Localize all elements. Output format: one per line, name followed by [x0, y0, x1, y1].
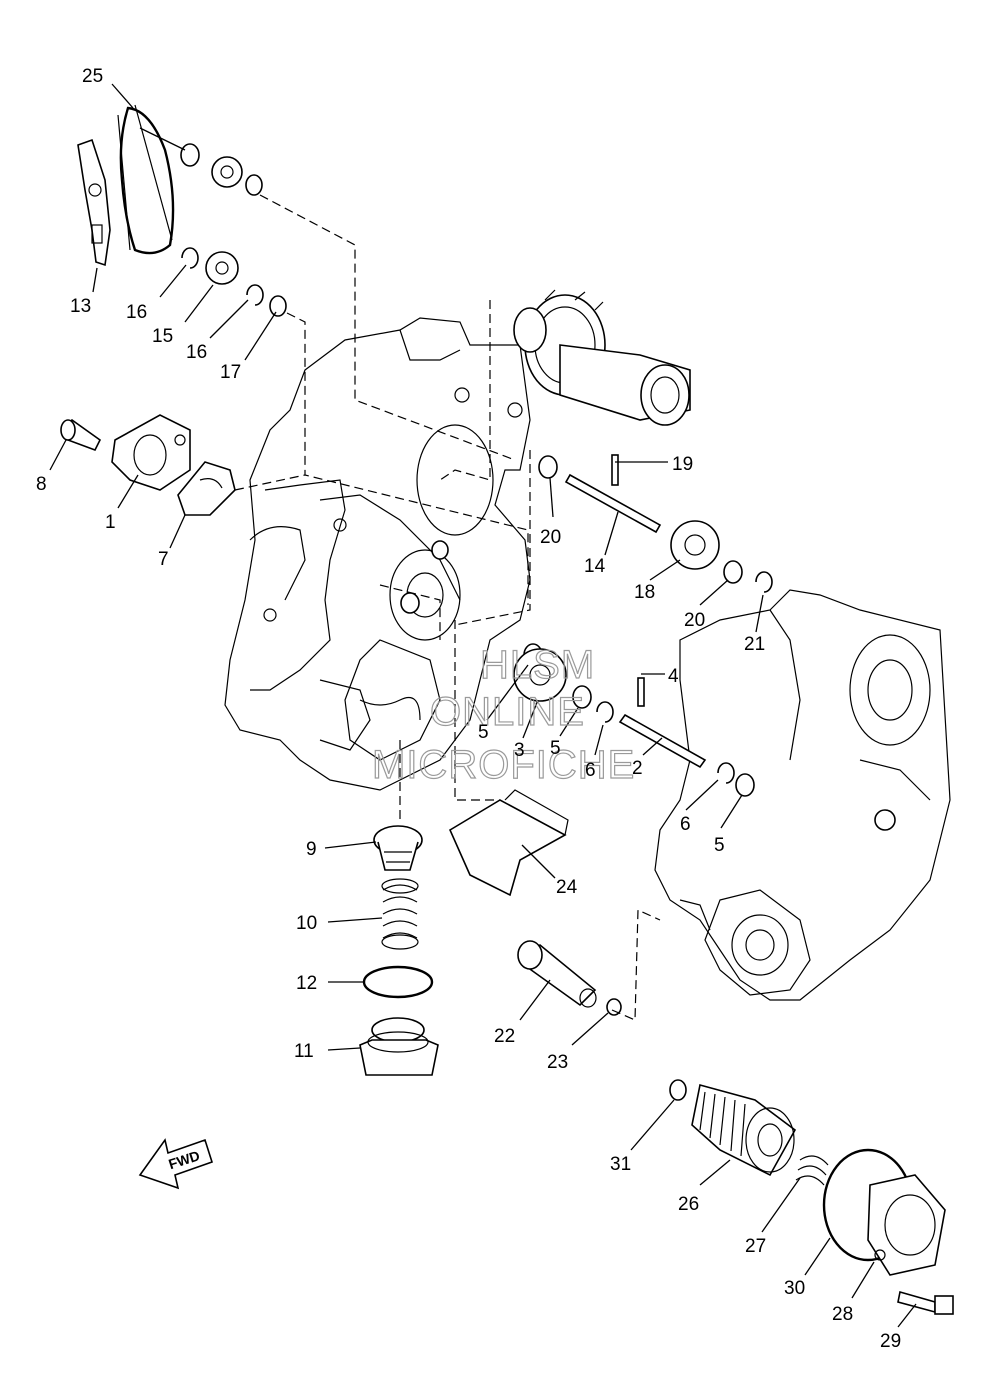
leader-lines [49, 83, 917, 1328]
callout-13[interactable]: 13 [70, 296, 91, 317]
callout-10[interactable]: 10 [296, 913, 317, 934]
callout-18[interactable]: 18 [634, 582, 655, 603]
assembly-dash-lines [234, 194, 661, 1021]
watermark-line-2: ONLINE [430, 690, 585, 734]
callout-25[interactable]: 25 [82, 66, 103, 87]
balancer-shaft-gear [513, 289, 691, 426]
callout-6[interactable]: 6 [585, 760, 596, 781]
callout-17[interactable]: 17 [220, 362, 241, 383]
callout-21[interactable]: 21 [744, 634, 765, 655]
forward-direction-arrow: FWD [138, 1138, 213, 1190]
callout-5[interactable]: 5 [714, 835, 725, 856]
callout-11[interactable]: 11 [294, 1041, 314, 1062]
callout-8[interactable]: 8 [36, 474, 47, 495]
idler-gear-assembly [513, 643, 755, 797]
callout-27[interactable]: 27 [745, 1236, 766, 1257]
callout-9[interactable]: 9 [306, 839, 317, 860]
callout-16[interactable]: 16 [186, 342, 207, 363]
watermark-line-3: MICROFICHE [372, 743, 635, 787]
callout-1[interactable]: 1 [105, 512, 116, 533]
relief-valve [517, 940, 622, 1016]
callout-26[interactable]: 26 [678, 1194, 699, 1215]
callout-15[interactable]: 15 [152, 326, 173, 347]
oil-baffle-plate [448, 789, 569, 897]
callout-14[interactable]: 14 [584, 556, 606, 577]
callout-16[interactable]: 16 [126, 302, 147, 323]
oil-filter-assembly [669, 1079, 954, 1315]
callout-3[interactable]: 3 [514, 740, 525, 761]
callout-labels: 25 13 16 15 16 17 8 1 7 19 20 14 18 20 2… [36, 66, 901, 1352]
chain-guide [77, 138, 111, 267]
oil-pump-assembly [60, 414, 236, 516]
pump-drive-shaft [538, 454, 773, 593]
callout-28[interactable]: 28 [832, 1304, 853, 1325]
watermark: HLSM ONLINE MICROFICHE [371, 642, 635, 787]
callout-2[interactable]: 2 [632, 758, 643, 779]
callout-23[interactable]: 23 [547, 1052, 568, 1073]
right-crankcase [654, 589, 951, 1001]
callout-20[interactable]: 20 [540, 527, 561, 548]
callout-6[interactable]: 6 [680, 814, 691, 835]
callout-7[interactable]: 7 [158, 549, 169, 570]
callout-20[interactable]: 20 [684, 610, 705, 631]
callout-29[interactable]: 29 [880, 1331, 901, 1352]
callout-4[interactable]: 4 [668, 666, 679, 687]
callout-24[interactable]: 24 [556, 877, 578, 898]
callout-22[interactable]: 22 [494, 1026, 515, 1047]
callout-31[interactable]: 31 [610, 1154, 631, 1175]
callout-5[interactable]: 5 [550, 738, 561, 759]
oil-strainer-stack [359, 825, 439, 1076]
callout-12[interactable]: 12 [296, 973, 317, 994]
callout-5[interactable]: 5 [478, 722, 489, 743]
sprocket-washers-top [180, 143, 287, 317]
callout-19[interactable]: 19 [672, 454, 693, 475]
cam-chain [117, 104, 175, 255]
callout-30[interactable]: 30 [784, 1278, 805, 1299]
watermark-line-1: HLSM [480, 643, 595, 687]
